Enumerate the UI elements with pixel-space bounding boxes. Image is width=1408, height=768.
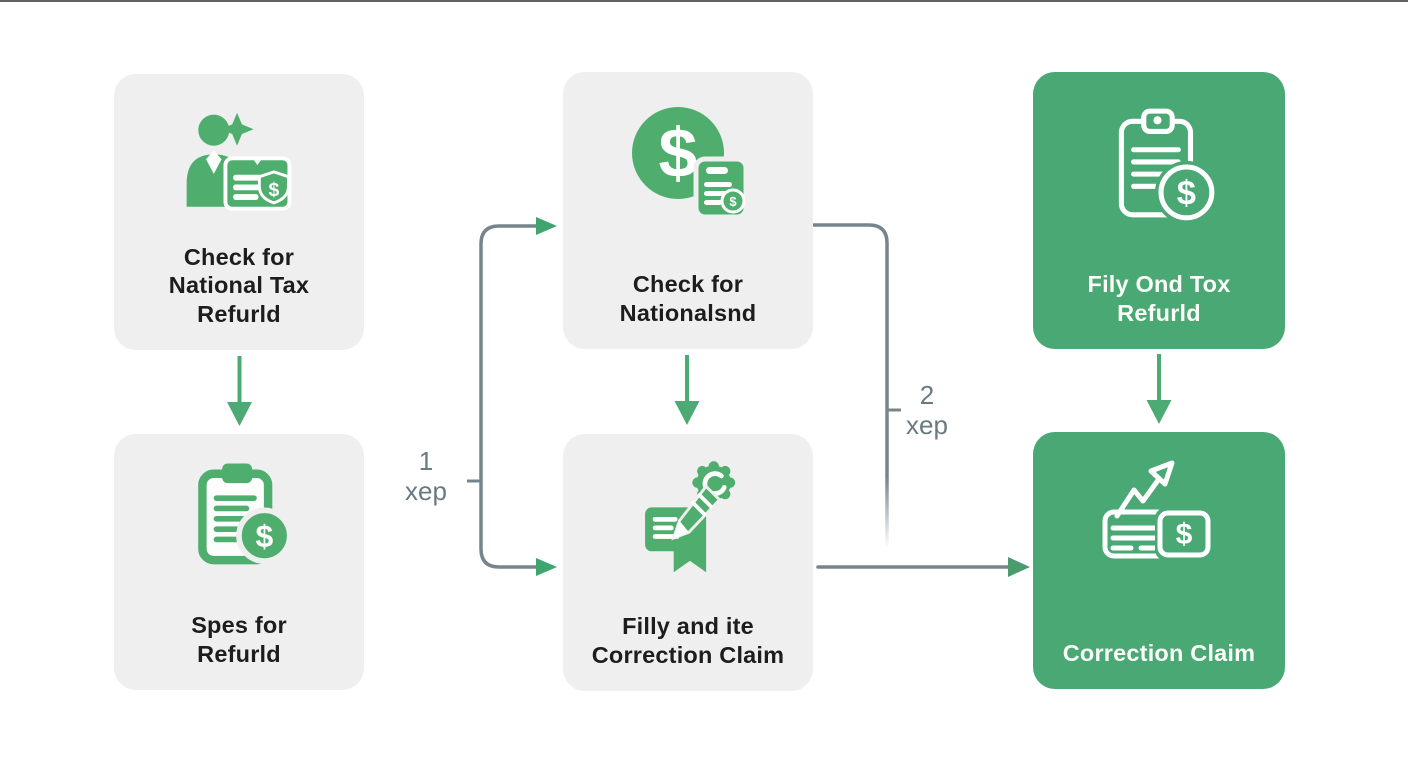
down-arrow-right xyxy=(1146,354,1172,424)
node-label: Spes for Refurld xyxy=(120,611,358,668)
dollar-circle-receipt-icon: $ $ xyxy=(632,106,749,219)
down-arrow-left xyxy=(227,356,252,426)
node-check-national-tax-refund: $ Check for National Tax Refurld xyxy=(114,74,364,350)
label-line: National Tax xyxy=(168,272,310,298)
clipboard-dollar-icon: $ xyxy=(198,463,293,565)
arrow-bottom-middle-to-right xyxy=(816,557,1030,577)
label-line: Correction Claim xyxy=(591,641,785,668)
icon-area: $ $ xyxy=(563,88,813,243)
growth-money-outline-icon: $ xyxy=(1102,460,1213,560)
icon-area: $ xyxy=(114,446,364,586)
node-filly-correction-claim: Filly and ite Correction Claim xyxy=(563,434,813,691)
svg-text:$: $ xyxy=(1177,174,1196,212)
node-label: Fily Ond Tox Refurld xyxy=(1039,270,1279,327)
label-line: Check for xyxy=(632,271,744,297)
label-line: Correction Claim xyxy=(1062,639,1256,666)
svg-text:$: $ xyxy=(269,179,280,201)
label-line: Check for xyxy=(183,243,295,270)
node-label: Check for Nationalsnd xyxy=(569,270,807,327)
edit-gear-ribbon-icon xyxy=(645,461,736,573)
svg-text:$: $ xyxy=(659,114,698,192)
label-line: Nationalsnd xyxy=(619,299,757,326)
svg-text:$: $ xyxy=(1176,518,1193,551)
step1-text: xep xyxy=(405,476,447,506)
svg-text:$: $ xyxy=(255,518,273,554)
label-line: Filly and ite xyxy=(622,613,754,639)
top-edge-line xyxy=(0,0,1408,2)
clipboard-dollar-outline-icon: $ xyxy=(1118,108,1218,224)
person-tax-icon: $ xyxy=(186,112,292,211)
label-line: Refurld xyxy=(1117,299,1201,326)
node-label: Correction Claim xyxy=(1039,639,1279,668)
step2-number: 2 xyxy=(919,380,935,410)
label-line: Fily Ond Tox xyxy=(1087,271,1231,297)
svg-text:$: $ xyxy=(729,194,737,209)
icon-area: $ xyxy=(114,90,364,245)
node-correction-claim: $ Correction Claim xyxy=(1033,432,1285,689)
connector-step1-bracket xyxy=(467,217,557,576)
icon-area xyxy=(563,446,813,586)
node-label: Filly and ite Correction Claim xyxy=(569,612,807,669)
label-line: Refurld xyxy=(197,640,281,667)
icon-area: $ xyxy=(1033,444,1285,584)
icon-area: $ xyxy=(1033,88,1285,243)
label-line: Refurld xyxy=(197,300,281,327)
connector-step2-line xyxy=(812,223,901,547)
node-label: Check for National Tax Refurld xyxy=(120,243,358,329)
step2-label: 2 xep xyxy=(898,380,956,440)
step1-label: 1 xep xyxy=(397,446,455,506)
step1-number: 1 xyxy=(418,446,434,476)
node-spes-for-refund: $ Spes for Refurld xyxy=(114,434,364,690)
step2-text: xep xyxy=(906,410,948,440)
down-arrow-middle xyxy=(674,355,700,425)
node-check-for-nationalsnd: $ $ Check for Nationalsnd xyxy=(563,72,813,349)
node-fily-ond-tox-refund: $ Fily Ond Tox Refurld xyxy=(1033,72,1285,349)
label-line: Spes for xyxy=(191,612,287,638)
